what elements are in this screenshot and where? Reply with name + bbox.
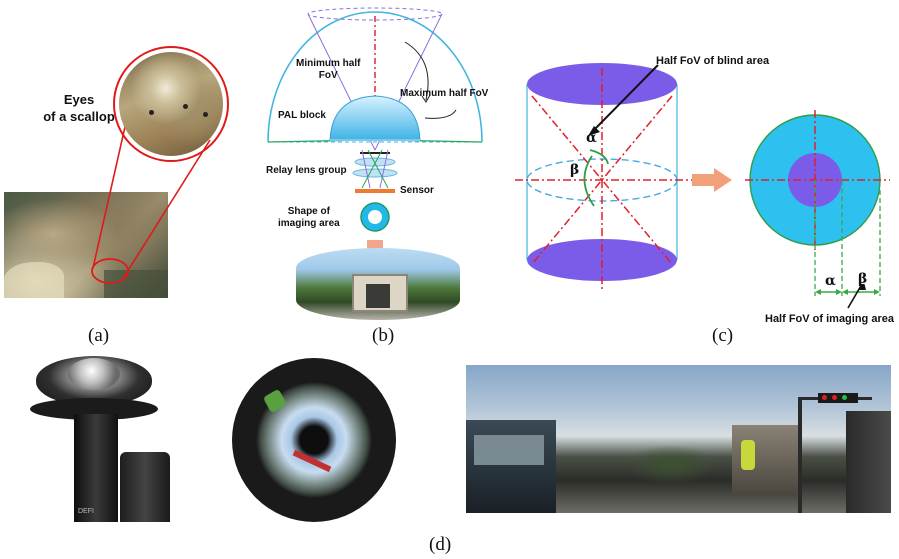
scallop-photo <box>4 192 168 298</box>
annular-image-photo <box>232 358 396 522</box>
pal-camera-photo: DEFI <box>8 352 194 524</box>
pal-diagram <box>267 7 483 232</box>
panorama-ring-photo <box>296 248 460 320</box>
min-fov-label: Minimum half FoV <box>296 58 361 81</box>
right-arrow-icon <box>692 168 732 192</box>
scallop-callout-lines <box>91 46 229 284</box>
sensor-label: Sensor <box>400 185 434 196</box>
relay-label: Relay lens group <box>266 165 347 176</box>
caption-d: (d) <box>429 534 452 555</box>
imaging-circle-diagram <box>745 110 890 296</box>
scallop-label: Eyes of a scallop <box>43 92 115 124</box>
camera-badge: DEFI <box>78 508 94 515</box>
alpha-label-circle: α <box>825 273 836 289</box>
scallop-eyes-zoom <box>119 52 223 156</box>
caption-a: (a) <box>88 325 110 346</box>
unwrapped-panorama-photo <box>466 365 891 513</box>
imaging-fov-label: Half FoV of imaging area <box>765 313 894 325</box>
blind-fov-label: Half FoV of blind area <box>656 55 770 67</box>
max-fov-label: Maximum half FoV <box>400 88 489 99</box>
imaging-shape-label: Shape of imaging area <box>278 206 340 229</box>
caption-c: (c) <box>712 325 734 346</box>
beta-label-cylinder: β <box>570 162 580 178</box>
alpha-label-cylinder: α <box>586 130 597 146</box>
pal-block-label: PAL block <box>278 110 326 121</box>
imaging-label-pointer <box>847 284 866 309</box>
caption-b: (b) <box>372 325 395 346</box>
cylinder-diagram <box>515 63 695 292</box>
beta-label-circle: β <box>858 271 868 287</box>
